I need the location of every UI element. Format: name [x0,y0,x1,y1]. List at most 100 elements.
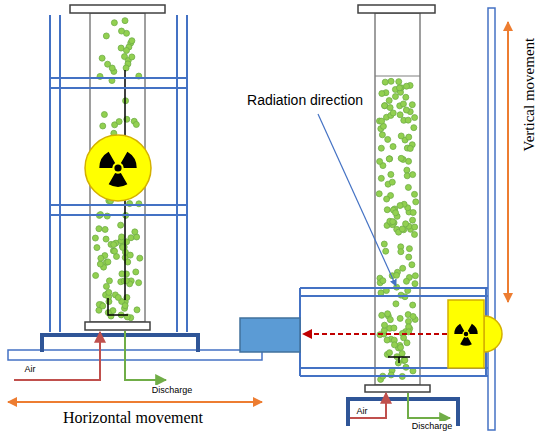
particle [103,283,109,289]
particle [412,273,418,279]
particle [123,65,129,71]
particle [388,78,394,84]
particle [115,294,121,300]
vertical-pole [488,8,495,430]
particle [119,271,125,277]
particle [400,265,406,271]
particle [390,144,396,150]
particle [96,226,102,232]
particle [94,245,100,251]
particle [102,226,108,232]
particle [379,118,385,124]
particle [382,103,388,109]
particle [100,123,106,129]
platform [8,350,262,360]
particle [387,350,393,356]
particle [118,222,124,228]
particle [396,85,402,91]
particle [403,83,409,89]
particle [384,207,390,213]
particle [111,20,117,26]
particle [384,337,390,343]
particle [410,210,416,216]
label-text: Radiation direction [246,92,364,108]
particle [381,241,387,247]
particle [137,255,143,261]
particle [105,259,111,265]
particle [410,313,416,319]
particle [127,252,133,258]
vertical-movement-arrow [507,22,509,302]
radiation-symbol [99,152,136,187]
air-inlet-arrow [350,393,386,418]
particle [109,65,115,71]
particle [390,110,396,116]
trefoil-blade [460,337,472,346]
label-text: Air [356,406,369,416]
particle [382,79,388,85]
particle [406,254,412,260]
radiation-symbol [454,324,477,346]
particle [392,94,398,100]
particle [391,342,397,348]
leader-line [318,114,396,286]
particle [387,317,393,323]
particle [386,156,392,162]
particle [411,125,417,131]
discharge-arrow [125,331,166,380]
particle [122,18,128,24]
particle [393,301,399,307]
trefoil-blade [109,173,128,187]
label-text: Discharge [411,421,454,431]
particle [98,255,104,261]
particle [379,312,385,318]
label-text: Horizontal movement [62,409,204,427]
particle [411,191,417,197]
particle [111,242,117,248]
particle [376,191,382,197]
particle [385,136,391,142]
top-cap [70,5,165,13]
radiation-beam [303,333,447,335]
particle [390,219,396,225]
particle [406,134,412,140]
particle [396,79,402,85]
particle [377,158,383,164]
particle [387,156,393,162]
particle [398,155,404,161]
particle [378,175,384,181]
radiation-source [448,300,484,368]
bed-level [375,76,420,77]
particle [393,210,399,216]
particle [92,235,98,241]
particle [403,94,409,100]
particle [104,213,110,219]
axis-label: Vertical movement [521,37,538,153]
particle [398,133,404,139]
column-tube [375,13,420,385]
particle [381,322,387,328]
particle [410,172,416,178]
particle [383,248,389,254]
radiation-source [85,135,151,201]
particle [412,281,418,287]
particle [119,234,125,240]
label-text: Air [24,364,37,374]
particle [100,303,106,309]
particle [399,226,405,232]
particle [406,246,412,252]
particle [132,229,138,235]
particle [405,184,411,190]
particle [412,231,418,237]
horizontal-movement-arrow [8,401,262,403]
trefoil-blade [454,324,464,334]
particle [384,196,390,202]
particle [402,357,408,363]
top-cap [358,5,435,13]
particle [388,372,394,378]
frame [50,15,187,332]
particle [404,173,410,179]
particle [122,303,128,309]
